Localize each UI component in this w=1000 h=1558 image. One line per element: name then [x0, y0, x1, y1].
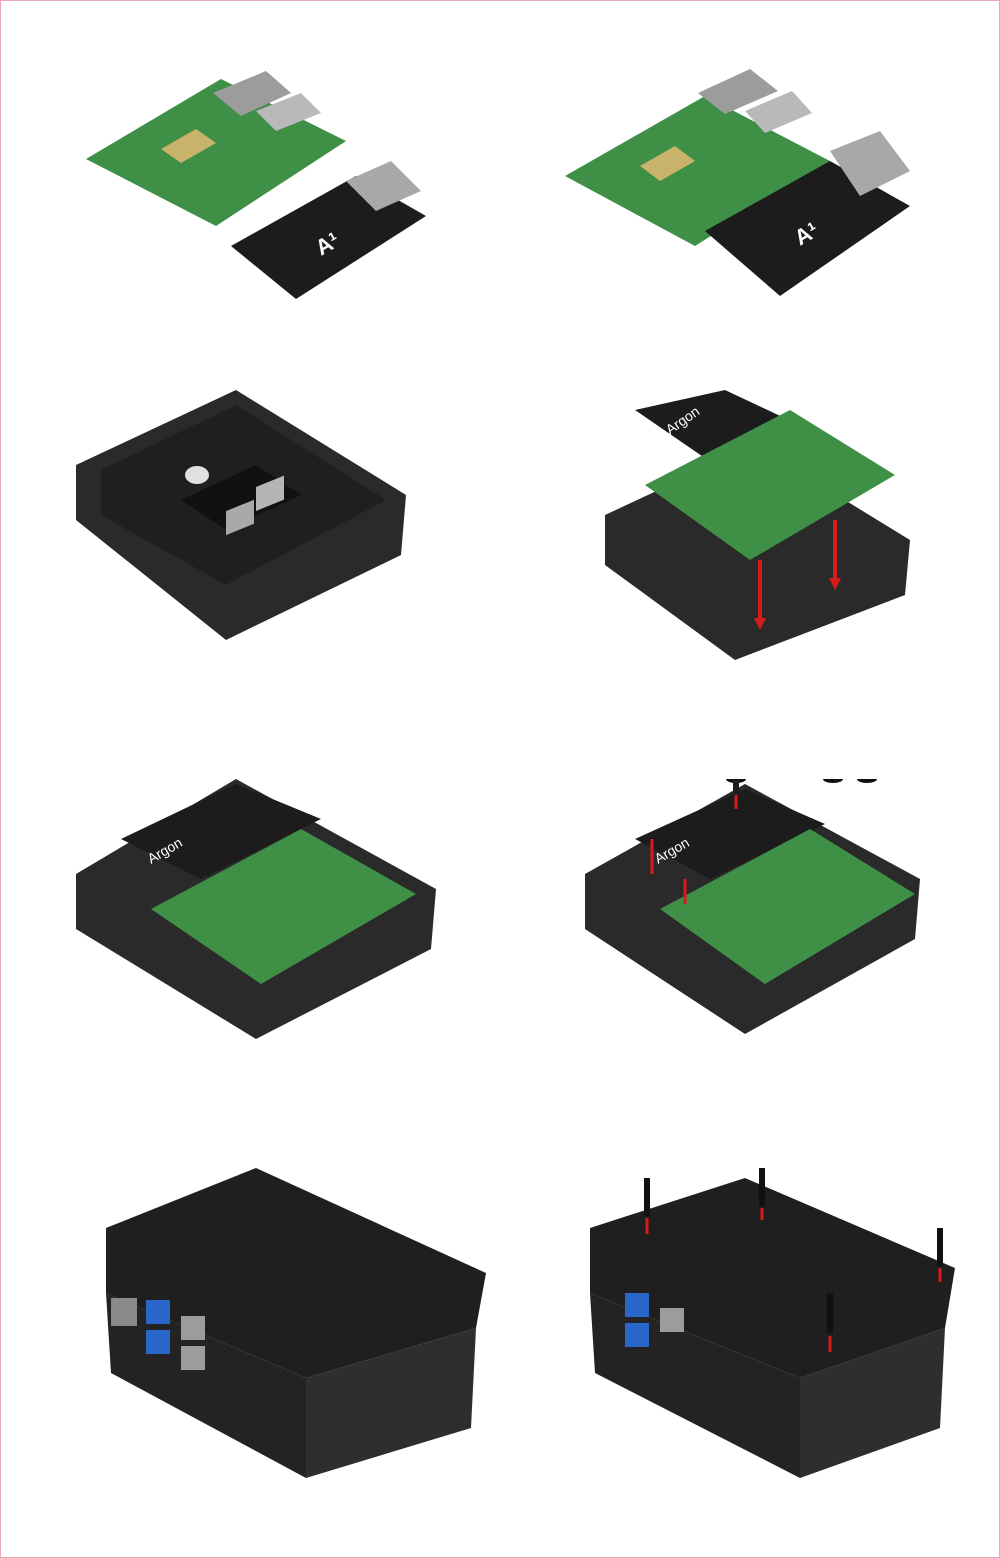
usb3-port [146, 1300, 170, 1324]
step-1-illustration: A¹ [86, 71, 426, 299]
screw [857, 779, 877, 783]
screw [733, 779, 739, 793]
step-8-photo [500, 1168, 999, 1557]
usb-ports [745, 91, 812, 133]
step-8-illustration [590, 1168, 955, 1478]
ethernet-port [698, 69, 778, 114]
usb3-port [146, 1330, 170, 1354]
ethernet-port [213, 71, 291, 116]
step-6-photo: Argon [500, 779, 999, 1168]
ethernet-port [111, 1298, 137, 1326]
step-7-photo [1, 1168, 500, 1557]
daughter-board-connectors [346, 161, 421, 211]
step-2-illustration: A¹ [565, 69, 910, 296]
usb2-port [660, 1308, 684, 1332]
usb3-port [625, 1293, 649, 1317]
usb3-port [625, 1323, 649, 1347]
step-1-photo: A¹ [1, 1, 500, 390]
daughter-board-connectors [830, 131, 910, 196]
rpi-board [660, 829, 915, 984]
step-7-illustration [106, 1168, 486, 1478]
case-side [306, 1328, 476, 1478]
rpi-board [645, 410, 895, 560]
usb2-port [181, 1316, 205, 1340]
usb2-port [181, 1346, 205, 1370]
step-5-illustration: Argon [76, 779, 436, 1039]
rpi-soc-chip [640, 146, 695, 181]
daughter-board [635, 789, 825, 879]
step-5-photo: Argon [1, 779, 500, 1168]
case-side [800, 1328, 945, 1478]
rpi-soc-chip [161, 129, 216, 163]
thermal-pad [256, 475, 284, 511]
step-2-photo: A¹ [500, 1, 999, 390]
step-3-illustration [76, 390, 406, 640]
fan-label [185, 466, 209, 484]
arrow-head [829, 578, 841, 590]
arrow-head [754, 618, 766, 630]
daughter-board [635, 390, 810, 465]
step-4-illustration: Argon [605, 390, 910, 660]
step-4-photo: Argon [500, 390, 999, 779]
step-6-illustration: Argon [585, 779, 920, 1034]
daughter-board [705, 161, 910, 296]
step-3-photo [1, 390, 500, 779]
usb-ports [256, 93, 321, 131]
rpi-board [565, 96, 830, 246]
screw [823, 779, 843, 783]
daughter-board [121, 784, 321, 879]
thermal-pad [226, 499, 254, 536]
rpi-board [151, 829, 416, 984]
